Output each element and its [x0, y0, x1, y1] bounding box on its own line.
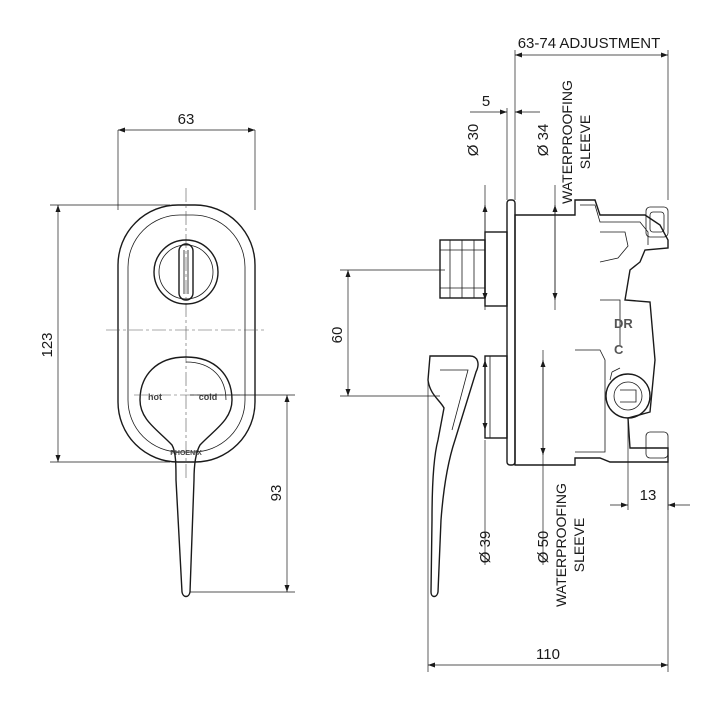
offset-dim-label: 5 — [482, 93, 490, 110]
dia34-label: Ø 34 — [535, 124, 552, 157]
hot-label: hot — [148, 392, 162, 402]
lower-diameter-dimensions: Ø 39 Ø 50 WATERPROOFING SLEEVE — [477, 350, 587, 607]
outlet-dim-label: 13 — [640, 487, 657, 504]
port-label-c: C — [614, 342, 624, 357]
offset-dimension: 5 — [470, 93, 540, 200]
faceplate-outer — [117, 204, 256, 463]
mixer-lever: hot cold PHOENIX — [134, 356, 240, 598]
dia39-label: Ø 39 — [477, 531, 494, 564]
centres-dimension: 60 — [329, 269, 445, 397]
port-label-dr: DR — [614, 316, 633, 331]
dia30-label: Ø 30 — [465, 124, 482, 157]
diverter-knob — [153, 239, 219, 305]
valve-body: DR C — [514, 199, 669, 466]
depth-dimension: 110 — [427, 380, 669, 672]
dia50-label: Ø 50 — [535, 531, 552, 564]
sleeve-bottom-line2: SLEEVE — [571, 518, 587, 572]
width-dim-label: 63 — [178, 111, 195, 128]
faceplate-inner — [127, 214, 246, 453]
cartridge-sleeve — [484, 355, 508, 439]
side-lever — [427, 355, 479, 598]
height-dimension: 123 — [39, 204, 170, 463]
side-view: 63-74 ADJUSTMENT 5 Ø 30 Ø 34 WATERPROOFI… — [329, 35, 690, 672]
height-dim-label: 123 — [39, 332, 56, 357]
width-dimension: 63 — [117, 111, 256, 210]
outlet-dimension: 13 — [610, 420, 690, 510]
lever-dim-label: 93 — [268, 485, 285, 502]
diverter-spindle — [439, 231, 508, 307]
lever-dimension: 93 — [190, 394, 295, 593]
cold-label: cold — [199, 392, 218, 402]
adjustment-dimension: 63-74 ADJUSTMENT — [514, 35, 669, 200]
sleeve-top-line2: SLEEVE — [577, 115, 593, 169]
centres-dim-label: 60 — [329, 327, 346, 344]
sleeve-top-line1: WATERPROOFING — [559, 80, 575, 204]
front-view: 63 123 hot cold PHO — [39, 111, 295, 598]
adjustment-dim-label: 63-74 ADJUSTMENT — [518, 35, 661, 52]
depth-dim-label: 110 — [536, 646, 560, 663]
brand-mark: PHOENIX — [170, 450, 202, 457]
upper-diameter-dimensions: Ø 30 Ø 34 WATERPROOFING SLEEVE — [465, 80, 593, 310]
wall-plate — [506, 199, 516, 466]
sleeve-bottom-line1: WATERPROOFING — [553, 483, 569, 607]
